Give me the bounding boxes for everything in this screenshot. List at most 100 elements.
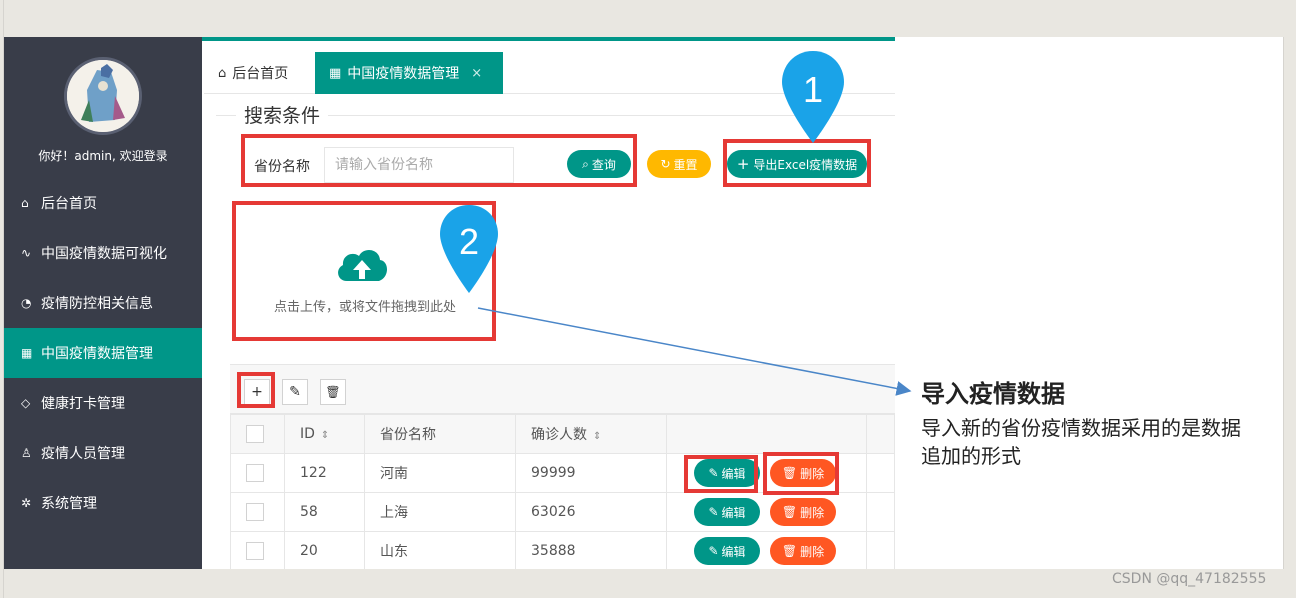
cell-id: 20 bbox=[284, 531, 365, 569]
edit-button-label: 编辑 bbox=[721, 466, 746, 481]
sidebar-item-data-management[interactable]: ▦ 中国疫情数据管理 bbox=[4, 328, 202, 378]
grid-icon: ▦ bbox=[21, 346, 33, 360]
sidebar-item-label: 系统管理 bbox=[41, 496, 97, 512]
annotation-title: 导入疫情数据 bbox=[921, 380, 1065, 408]
refresh-icon: ↻ bbox=[660, 157, 671, 171]
query-button[interactable]: ⌕ 查询 bbox=[567, 150, 631, 178]
edit-row-button[interactable]: ✎ bbox=[282, 379, 308, 405]
trash-icon: 🗑 bbox=[781, 466, 798, 480]
sidebar-item-visualization[interactable]: ∿ 中国疫情数据可视化 bbox=[4, 228, 202, 278]
table-row: 20 山东 35888 ✎编辑🗑删除 bbox=[230, 531, 895, 569]
tab-bar: ⌂ 后台首页 ▦ 中国疫情数据管理 × bbox=[204, 52, 895, 94]
add-row-button[interactable]: + bbox=[244, 379, 270, 405]
edit-button-label: 编辑 bbox=[721, 505, 746, 520]
upload-hint: 点击上传，或将文件拖拽到此处 bbox=[273, 300, 456, 315]
row-select-cell bbox=[230, 453, 285, 493]
close-icon[interactable]: × bbox=[471, 65, 483, 81]
tab-label: 中国疫情数据管理 bbox=[347, 66, 460, 82]
cell-province: 上海 bbox=[364, 492, 516, 532]
tab-data-management[interactable]: ▦ 中国疫情数据管理 × bbox=[315, 52, 503, 94]
column-header-confirmed[interactable]: 确诊人数 ⇕ bbox=[515, 414, 667, 454]
map-pin-icon bbox=[440, 205, 498, 293]
sidebar: 你好！admin, 欢迎登录 ⌂ 后台首页 ∿ 中国疫情数据可视化 ◔ 疫情防控… bbox=[4, 37, 202, 569]
row-select-cell bbox=[230, 492, 285, 532]
row-checkbox[interactable] bbox=[246, 542, 264, 560]
sidebar-item-system[interactable]: ✲ 系统管理 bbox=[4, 478, 202, 528]
sidebar-item-label: 疫情防控相关信息 bbox=[41, 296, 153, 312]
highlight-edit-box bbox=[684, 455, 758, 493]
annotation-pin-1: 1 bbox=[780, 49, 846, 145]
greeting-text: 你好！admin, 欢迎登录 bbox=[38, 149, 168, 163]
highlight-upload-box bbox=[232, 201, 496, 341]
sidebar-item-label: 中国疫情数据可视化 bbox=[41, 246, 167, 262]
upload-dropzone[interactable]: 点击上传，或将文件拖拽到此处 bbox=[240, 205, 490, 337]
data-table: ID⇕ 省份名称 确诊人数⇕ 122 河南 99999 ✎编辑🗑删除 58 上海… bbox=[230, 414, 895, 569]
export-button-label: 导出Excel疫情数据 bbox=[753, 157, 858, 172]
delete-button[interactable]: 🗑删除 bbox=[770, 537, 836, 565]
edit-button[interactable]: ✎编辑 bbox=[694, 537, 760, 565]
sidebar-item-personnel[interactable]: ♙ 疫情人员管理 bbox=[4, 428, 202, 478]
pencil-icon: ✎ bbox=[289, 384, 301, 400]
highlight-add-box bbox=[237, 372, 275, 408]
table-row: 58 上海 63026 ✎编辑🗑删除 bbox=[230, 492, 895, 532]
delete-button-label: 删除 bbox=[800, 505, 825, 520]
header-accent-bar bbox=[202, 37, 895, 41]
slide-bottom-strip bbox=[4, 569, 1285, 598]
sidebar-menu: ⌂ 后台首页 ∿ 中国疫情数据可视化 ◔ 疫情防控相关信息 ▦ 中国疫情数据管理… bbox=[4, 178, 202, 528]
cell-confirmed: 35888 bbox=[515, 531, 667, 569]
cell-extra bbox=[866, 492, 895, 532]
column-header-id[interactable]: ID ⇕ bbox=[284, 414, 365, 454]
province-search-input[interactable] bbox=[324, 147, 514, 183]
edit-button[interactable]: ✎编辑 bbox=[694, 459, 760, 487]
delete-row-button[interactable]: 🗑 bbox=[320, 379, 346, 405]
row-select-cell bbox=[230, 531, 285, 569]
pencil-icon: ✎ bbox=[708, 466, 719, 480]
edit-button[interactable]: ✎编辑 bbox=[694, 498, 760, 526]
user-icon: ♙ bbox=[21, 446, 32, 460]
pulse-icon: ∿ bbox=[21, 246, 32, 260]
app-window: 你好！admin, 欢迎登录 ⌂ 后台首页 ∿ 中国疫情数据可视化 ◔ 疫情防控… bbox=[4, 37, 895, 569]
row-checkbox[interactable] bbox=[246, 503, 264, 521]
search-icon: ⌕ bbox=[582, 156, 589, 171]
column-header-extra bbox=[866, 414, 895, 454]
annotation-description: 导入新的省份疫情数据采用的是数据追加的形式 bbox=[921, 416, 1241, 468]
trash-icon: 🗑 bbox=[781, 544, 798, 558]
cell-actions: ✎编辑 🗑删除 bbox=[666, 492, 867, 532]
cell-id: 122 bbox=[284, 453, 365, 493]
column-header-actions bbox=[666, 414, 867, 454]
sidebar-item-health-checkin[interactable]: ◇ 健康打卡管理 bbox=[4, 378, 202, 428]
delete-button[interactable]: 🗑删除 bbox=[770, 459, 836, 487]
sidebar-item-prevention-info[interactable]: ◔ 疫情防控相关信息 bbox=[4, 278, 202, 328]
pencil-icon: ✎ bbox=[708, 505, 719, 519]
tab-home[interactable]: ⌂ 后台首页 bbox=[218, 52, 288, 94]
highlight-export-box bbox=[723, 139, 871, 187]
annotation-pin-2: 2 bbox=[438, 203, 500, 295]
sort-icon[interactable]: ⇕ bbox=[593, 431, 602, 442]
tab-label: 后台首页 bbox=[232, 66, 289, 82]
cell-province: 河南 bbox=[364, 453, 516, 493]
table-row: 122 河南 99999 ✎编辑🗑删除 bbox=[230, 453, 895, 493]
column-header-label: ID bbox=[300, 426, 315, 442]
query-button-label: 查询 bbox=[591, 157, 616, 172]
cell-id: 58 bbox=[284, 492, 365, 532]
sidebar-item-label: 健康打卡管理 bbox=[41, 396, 125, 412]
column-header-label: 确诊人数 bbox=[531, 427, 587, 443]
delete-button[interactable]: 🗑删除 bbox=[770, 498, 836, 526]
highlight-delete-box bbox=[763, 452, 839, 495]
export-excel-button[interactable]: + 导出Excel疫情数据 bbox=[727, 150, 867, 178]
row-checkbox[interactable] bbox=[246, 464, 264, 482]
cloud-upload-icon bbox=[338, 250, 387, 281]
pin-number: 2 bbox=[458, 221, 480, 262]
watermark: CSDN @qq_47182555 bbox=[1112, 571, 1267, 587]
sidebar-item-label: 疫情人员管理 bbox=[41, 446, 125, 462]
table-toolbar: + ✎ 🗑 bbox=[230, 364, 895, 414]
sort-icon[interactable]: ⇕ bbox=[320, 430, 330, 441]
select-all-checkbox[interactable] bbox=[246, 425, 264, 443]
plus-icon: + bbox=[736, 155, 750, 173]
sidebar-item-label: 中国疫情数据管理 bbox=[41, 346, 153, 362]
sidebar-item-home[interactable]: ⌂ 后台首页 bbox=[4, 178, 202, 228]
home-icon: ⌂ bbox=[21, 196, 29, 210]
avatar bbox=[64, 57, 142, 135]
delete-button-label: 删除 bbox=[800, 544, 825, 559]
reset-button[interactable]: ↻ 重置 bbox=[647, 150, 711, 178]
